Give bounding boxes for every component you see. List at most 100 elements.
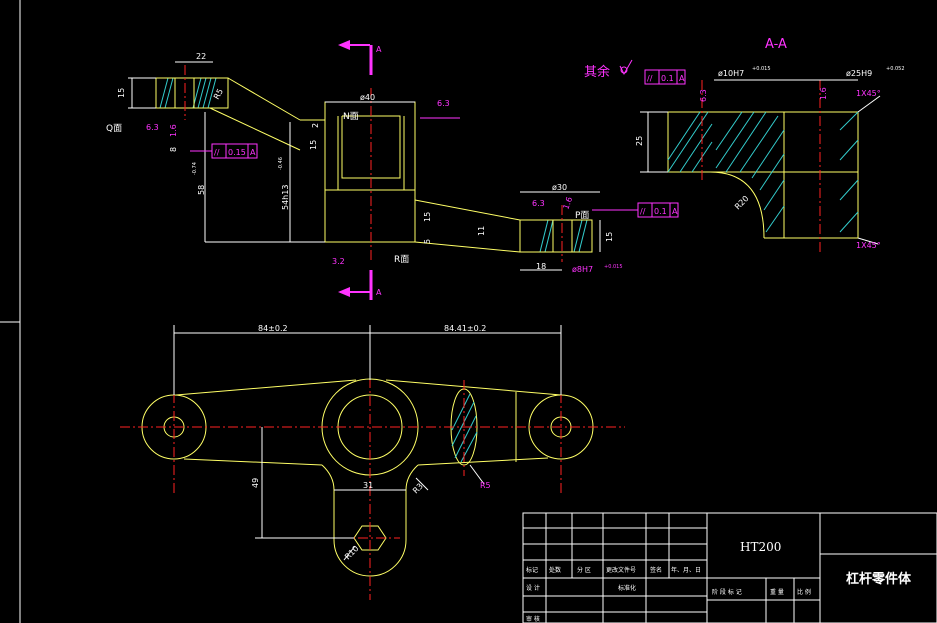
- roughness-6: 1.6: [561, 196, 574, 211]
- roughness-values: 6.3 1.6 6.3 3.2 6.3 1.6 // 0.15 A // 0.1…: [146, 45, 678, 297]
- section-arrow-top-label: A: [376, 45, 382, 54]
- dim-r10: R10: [343, 544, 361, 562]
- tb-label-zone: 分 区: [577, 566, 591, 574]
- roughness-rest-label: 其余: [584, 64, 610, 80]
- plan-dimension-lines: [173, 325, 562, 561]
- section-annotations: // 0.1 A 6.3 1.6 1X45° 1X45°: [647, 74, 881, 250]
- plan-centerlines: [120, 360, 625, 600]
- dim-2: 2: [311, 123, 320, 128]
- chamfer-bottom: 1X45°: [856, 241, 881, 250]
- right-boss-hatch: [539, 219, 588, 253]
- section-dim-text: ø10H7 +0.015 ø25H9 +0.052 25 R20: [635, 66, 905, 211]
- dim-84-41: 84.41±0.2: [444, 324, 486, 333]
- tol1-value: 0.15: [228, 148, 246, 157]
- drawing-frame: [0, 0, 21, 623]
- section-centerlines: [701, 80, 821, 252]
- tb-label-stage: 阶 段 标 记: [712, 588, 742, 596]
- dim-5: 5: [423, 239, 432, 244]
- dim-18: 18: [536, 262, 546, 271]
- title-block-labels: 标记 处数 分 区 更改文件号 签名 年、月、日 设 计 标准化 审 核 阶 段…: [526, 566, 811, 623]
- title-block-grid: [522, 512, 937, 623]
- dim-58-tol: -0.74: [192, 162, 198, 175]
- dim-r3: R3: [411, 482, 425, 496]
- roughness-3: 6.3: [437, 99, 450, 108]
- dim-54: 54h13: [281, 185, 290, 210]
- tb-label-review: 审 核: [526, 615, 540, 623]
- chamfer-top: 1X45°: [856, 89, 881, 98]
- section-tol-value: 0.1: [661, 74, 674, 83]
- dim-49: 49: [251, 478, 260, 488]
- middle-boss-outline: [324, 101, 521, 253]
- dim-15-left: 15: [117, 88, 126, 98]
- tb-label-std: 标准化: [618, 584, 636, 592]
- tb-label-scale: 比 例: [797, 588, 811, 596]
- dim-58: 58: [197, 185, 206, 195]
- front-view-annotations: [190, 44, 679, 300]
- section-dimension-lines: [640, 79, 881, 245]
- face-labels: Q面 N面 R面 P面: [106, 111, 589, 265]
- tb-label-mark: 标记: [526, 566, 538, 574]
- dim-31: 31: [363, 481, 373, 490]
- dim-phi8-tol: +0.015: [604, 264, 623, 270]
- face-p-label: P面: [575, 210, 589, 221]
- material-label: HT200: [740, 540, 781, 554]
- tol2-datum: A: [672, 207, 678, 216]
- dim-r5-top: R5: [212, 87, 225, 101]
- tol1-datum: A: [250, 148, 256, 157]
- section-arrow-bottom-label: A: [376, 288, 382, 297]
- dim-11: 11: [477, 226, 486, 236]
- face-q-label: Q面: [106, 123, 122, 134]
- dim-25: 25: [635, 136, 644, 146]
- tb-label-design: 设 计: [526, 584, 540, 592]
- tb-label-change: 更改文件号: [606, 566, 636, 574]
- roughness-1: 6.3: [146, 123, 159, 132]
- roughness-4: 3.2: [332, 257, 345, 266]
- left-boss-hatch: [159, 77, 217, 109]
- tb-label-date: 年、月、日: [671, 566, 701, 574]
- dim-phi8: ø8H7: [572, 265, 593, 274]
- dim-15-mid: 15: [309, 140, 318, 150]
- plan-outline: [141, 378, 594, 577]
- dim-15-right: 15: [605, 232, 614, 242]
- front-view-dimension-lines: [128, 61, 601, 271]
- dim-15-low: 15: [423, 212, 432, 222]
- roughness-rest-symbol: [619, 59, 633, 76]
- dim-phi25: ø25H9: [846, 69, 872, 78]
- dim-22: 22: [196, 52, 206, 61]
- tol2-symbol: //: [640, 207, 646, 216]
- dim-phi25-tol: +0.052: [886, 66, 905, 72]
- dim-r5-plan: R5: [480, 481, 491, 490]
- tb-label-weight: 重 量: [770, 588, 784, 596]
- plan-view: 84±0.2 84.41±0.2 49 31 R3 R10 R5: [120, 324, 625, 600]
- section-arrows: [338, 40, 350, 297]
- face-n-label: N面: [343, 111, 359, 122]
- tol2-value: 0.1: [654, 207, 667, 216]
- section-hatch: [667, 111, 859, 233]
- tol1-symbol: //: [214, 148, 220, 157]
- dim-phi40: ø40: [360, 93, 375, 102]
- left-boss-outline: [155, 77, 325, 151]
- front-view-dim-text: 22 15 8 R5 58 -0.74 54h13 -0.46 15 ø40 2…: [117, 52, 614, 271]
- roughness-5: 6.3: [532, 199, 545, 208]
- front-view: 22 15 8 R5 58 -0.74 54h13 -0.46 15 ø40 2…: [106, 40, 679, 300]
- tb-label-sign: 签名: [650, 566, 662, 574]
- right-boss-outline: [519, 219, 593, 253]
- section-roughness-1: 6.3: [699, 89, 708, 102]
- section-roughness-2: 1.6: [819, 87, 828, 100]
- section-tol-symbol: //: [647, 74, 653, 83]
- section-tol-datum: A: [679, 74, 685, 83]
- roughness-2: 1.6: [169, 124, 178, 137]
- front-view-centerlines: [184, 65, 563, 262]
- section-view: A-A 其余: [584, 37, 905, 252]
- title-block: 标记 处数 分 区 更改文件号 签名 年、月、日 设 计 标准化 审 核 阶 段…: [522, 512, 937, 623]
- drawing-name: 杠杆零件体: [846, 571, 912, 587]
- dim-54-tol: -0.46: [278, 157, 284, 170]
- section-label: A-A: [765, 37, 787, 52]
- tb-label-count: 处数: [549, 566, 561, 574]
- dim-phi10: ø10H7: [718, 69, 744, 78]
- section-tolerance-frame: [644, 69, 686, 85]
- dim-phi10-tol: +0.015: [752, 66, 771, 72]
- dim-r20: R20: [733, 194, 751, 212]
- section-body-outline: [667, 111, 859, 239]
